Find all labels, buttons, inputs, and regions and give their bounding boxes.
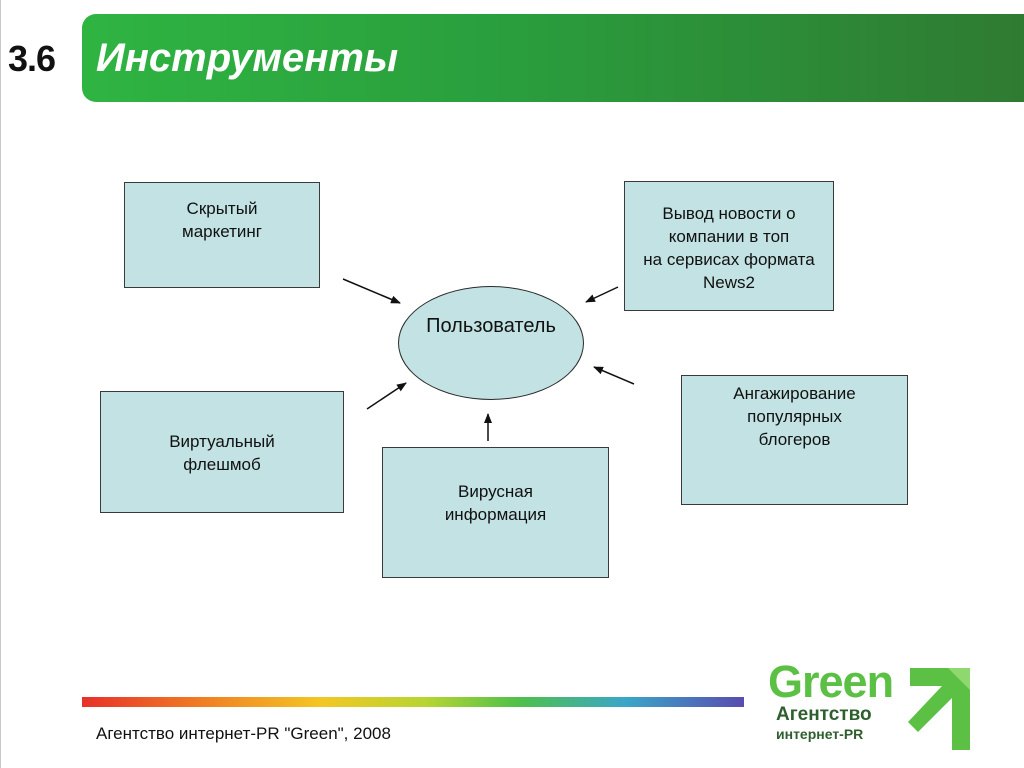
logo-arrow-icon bbox=[904, 664, 974, 756]
footer-text: Агентство интернет-PR "Green", 2008 bbox=[96, 724, 391, 743]
section-number: 3.6 bbox=[8, 38, 56, 79]
center-user-ellipse: Пользователь bbox=[398, 286, 584, 400]
logo-tagline-2: интернет-PR bbox=[776, 726, 864, 742]
logo-wordmark: Green bbox=[768, 656, 894, 707]
left-edge-rule bbox=[0, 0, 1, 768]
green-agency-logo: Green Агентство интернет-PR bbox=[768, 656, 978, 756]
arrow-news bbox=[585, 286, 619, 303]
arrow-flashmob bbox=[366, 382, 407, 410]
rainbow-divider bbox=[82, 697, 744, 707]
node-blogger-engagement: Ангажирование популярных блогеров bbox=[681, 375, 908, 505]
title-bar: Инструменты bbox=[82, 14, 1024, 102]
arrow-bloggers bbox=[593, 366, 635, 385]
logo-tagline-1: Агентство bbox=[776, 704, 872, 725]
node-virtual-flashmob: Виртуальный флешмоб bbox=[100, 391, 344, 513]
node-news-output: Вывод новости о компании в топ на сервис… bbox=[624, 181, 834, 311]
page-title: Инструменты bbox=[96, 36, 399, 80]
node-viral-information: Вирусная информация bbox=[382, 447, 609, 578]
center-user-label: Пользователь bbox=[426, 315, 556, 337]
node-hidden-marketing: Скрытый маркетинг bbox=[124, 182, 320, 288]
arrow-hidden-marketing bbox=[342, 278, 401, 304]
